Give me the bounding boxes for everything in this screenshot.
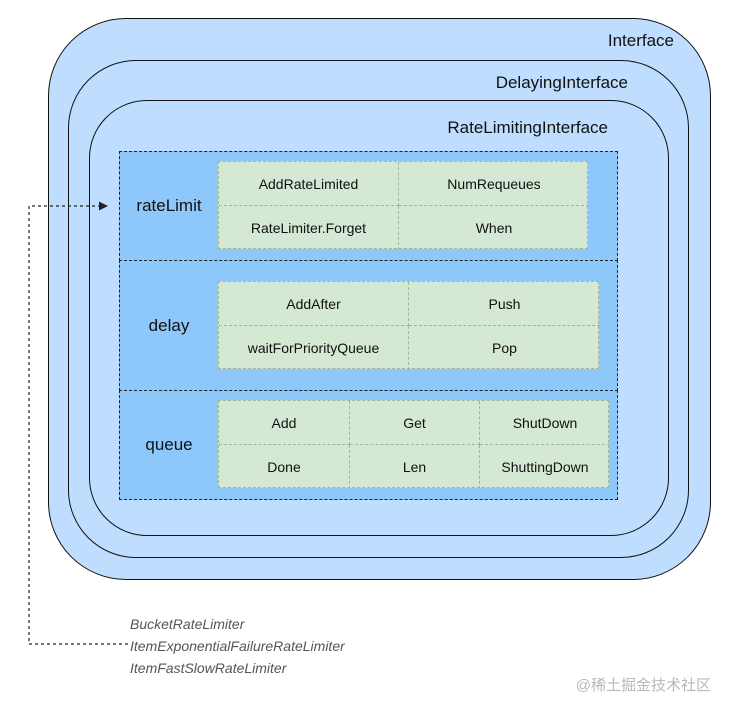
method-cell: Pop [492, 340, 517, 356]
ratelimiter-item: ItemFastSlowRateLimiter [130, 660, 287, 676]
method-cell: ShuttingDown [501, 459, 589, 475]
delay-layer-label: delay [148, 315, 190, 335]
ratelimit-layer-label: rateLimit [136, 196, 202, 215]
method-cell: Done [219, 445, 350, 489]
ratelimit-methods-grid: AddRateLimited NumRequeues RateLimiter.F… [218, 161, 589, 250]
method-cell: ShutDown [480, 401, 610, 445]
method-cell: Len [350, 445, 480, 489]
ratelimiter-item: ItemExponentialFailureRateLimiter [130, 638, 345, 654]
delay-methods-grid: AddAfter Push waitForPriorityQueue Pop [218, 281, 600, 370]
delay-layer: delay AddAfter Push waitForPriorityQueue… [119, 260, 618, 391]
ratelimiter-implementations-list: BucketRateLimiter ItemExponentialFailure… [130, 613, 345, 679]
method-cell: NumRequeues [399, 162, 589, 206]
method-cell: AddRateLimited [219, 162, 399, 206]
method-cell: AddAfter [219, 282, 409, 326]
ratelimiter-item: BucketRateLimiter [130, 616, 245, 632]
queue-layer-label: queue [145, 435, 193, 454]
interface-title: Interface [607, 31, 674, 50]
method-cell: Push [409, 282, 600, 326]
method-cell: Get [350, 401, 480, 445]
method-cell: RateLimiter.Forget [219, 206, 399, 250]
ratelimit-layer: rateLimit AddRateLimited NumRequeues Rat… [119, 151, 618, 261]
queue-layer: queue Add Get ShutDown Done Len Shutting… [119, 390, 618, 500]
method-cell: Add [219, 401, 350, 445]
ratelimiting-interface-title: RateLimitingInterface [447, 118, 608, 137]
queue-methods-grid: Add Get ShutDown Done Len ShuttingDown [218, 400, 610, 489]
delaying-interface-title: DelayingInterface [495, 73, 628, 92]
method-cell: waitForPriorityQueue [219, 326, 409, 370]
watermark-text: @稀土掘金技术社区 [575, 677, 711, 694]
method-cell: When [475, 220, 513, 236]
